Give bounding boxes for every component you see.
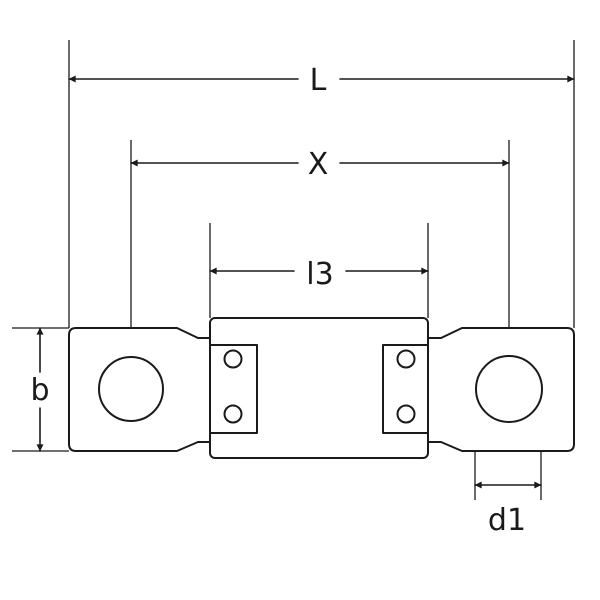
dimension-lines [36, 75, 575, 489]
label-b: b [30, 373, 49, 408]
fuse [68, 317, 575, 459]
right-lower-rivet [396, 404, 416, 424]
left-mounting-hole [98, 356, 164, 422]
label-l3: l3 [306, 257, 333, 292]
label-L: L [310, 63, 327, 98]
right-mounting-hole [475, 355, 543, 423]
right-upper-rivet [396, 349, 416, 369]
dimension-labels: L X l3 b d1 [30, 63, 526, 538]
left-upper-rivet [223, 349, 243, 369]
label-d1: d1 [488, 503, 526, 538]
left-lower-rivet [223, 404, 243, 424]
label-X: X [308, 147, 329, 182]
